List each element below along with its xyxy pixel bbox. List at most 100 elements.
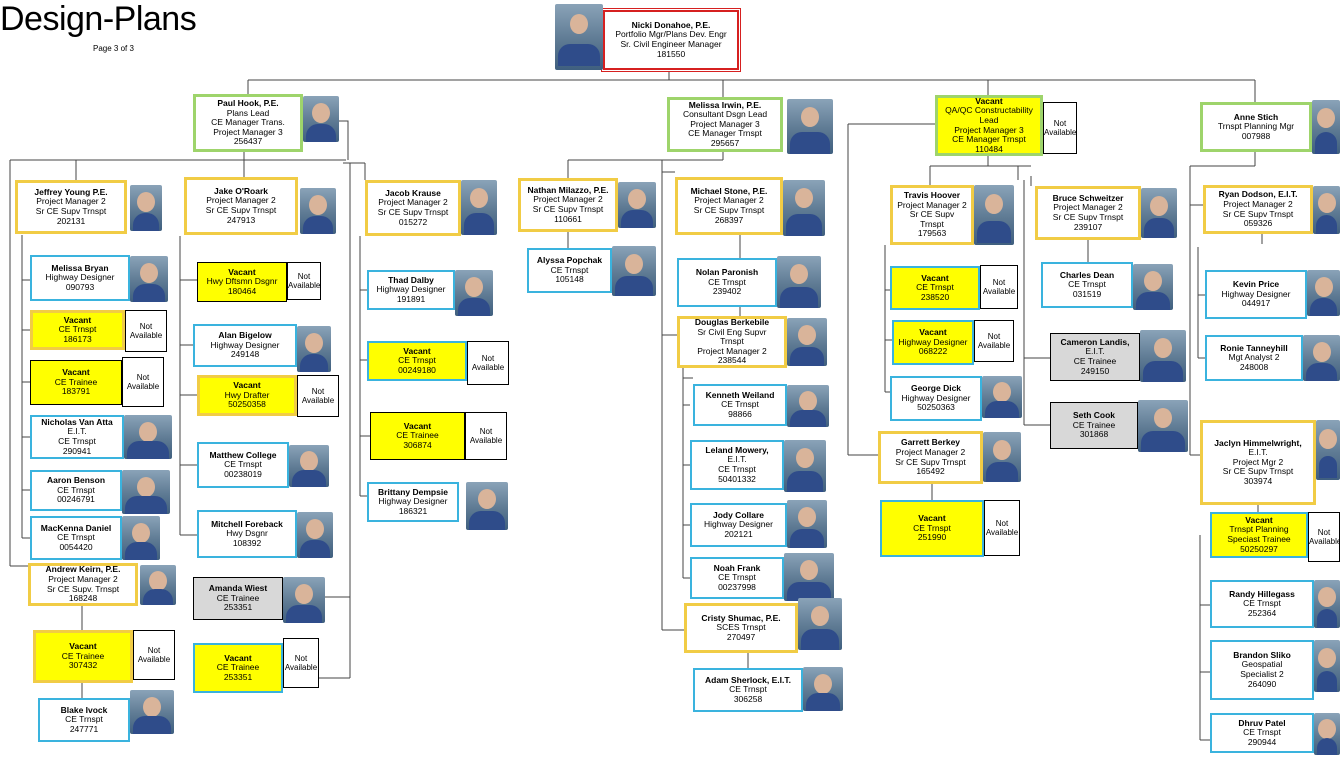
employee-photo bbox=[787, 99, 833, 154]
photo-body-shape bbox=[1136, 292, 1170, 310]
box-detail: 306258 bbox=[733, 693, 763, 704]
box-detail: 090793 bbox=[65, 281, 95, 292]
not-available-text: Not bbox=[481, 354, 495, 363]
box-name: Vacant bbox=[918, 513, 946, 524]
box-detail: Sr CE Supv. Trnspt bbox=[46, 583, 120, 594]
box-name: Jody Collare bbox=[712, 509, 765, 520]
box-detail: Mgt Analyst 2 bbox=[1228, 352, 1280, 363]
photo-body-shape bbox=[125, 542, 157, 560]
box-detail: 268397 bbox=[714, 214, 744, 225]
box-name: Adam Sherlock, E.I.T. bbox=[705, 674, 791, 685]
not-available-text: Available bbox=[301, 396, 335, 405]
box-detail: 290944 bbox=[1247, 736, 1277, 747]
employee-photo bbox=[1303, 335, 1340, 381]
box-name: Charles Dean bbox=[1059, 269, 1115, 280]
box-detail: Hwy Dsgnr bbox=[226, 528, 268, 539]
photo-head-shape bbox=[140, 263, 158, 283]
not-available-text: Available bbox=[471, 363, 505, 372]
box-detail: 50401332 bbox=[718, 473, 756, 484]
photo-head-shape bbox=[465, 277, 483, 297]
not-available-text: Available bbox=[137, 655, 171, 664]
box-detail: CE Trnspt bbox=[57, 484, 95, 495]
photo-head-shape bbox=[570, 14, 588, 34]
box-detail: Sr CE Supv Trnspt bbox=[1222, 466, 1294, 477]
box-detail: Sr CE Supv Trnspt bbox=[205, 205, 277, 215]
not-available-text: Not bbox=[294, 654, 308, 663]
employee-photo bbox=[303, 96, 339, 142]
box-detail: CE Trainee bbox=[396, 430, 439, 441]
box-name: Noah Frank bbox=[713, 562, 761, 573]
box-detail: 015272 bbox=[398, 216, 428, 227]
position-box-top: Nicki Donahoe, P.E.Portfolio Mgr/Plans D… bbox=[601, 8, 741, 72]
photo-body-shape bbox=[1310, 298, 1337, 316]
box-detail: Highway Designer bbox=[704, 519, 773, 530]
box-detail: Project Manager 2 bbox=[1223, 198, 1293, 209]
photo-head-shape bbox=[628, 189, 646, 209]
photo-head-shape bbox=[795, 188, 813, 208]
not-available-text: Not bbox=[1053, 119, 1067, 128]
box-detail: Hwy Drafter bbox=[224, 389, 270, 400]
photo-body-shape bbox=[143, 589, 173, 605]
box-detail: E.I.T. bbox=[1085, 346, 1105, 357]
box-name: Kevin Price bbox=[1232, 279, 1280, 290]
photo-head-shape bbox=[811, 606, 829, 626]
not-available-text: Available bbox=[469, 436, 503, 445]
photo-body-shape bbox=[558, 44, 600, 66]
box-detail: 247913 bbox=[226, 214, 256, 225]
employee-photo bbox=[124, 415, 172, 459]
employee-photo bbox=[1314, 580, 1340, 628]
box-detail: 290941 bbox=[62, 445, 92, 456]
box-name: Vacant bbox=[63, 314, 92, 325]
employee-photo bbox=[130, 256, 168, 302]
employee-photo bbox=[1316, 420, 1340, 480]
not-available-text: Not bbox=[1317, 528, 1331, 537]
photo-head-shape bbox=[800, 560, 818, 580]
photo-body-shape bbox=[303, 216, 333, 234]
box-detail: 247771 bbox=[69, 723, 99, 734]
photo-head-shape bbox=[1318, 719, 1336, 739]
photo-head-shape bbox=[478, 489, 496, 509]
box-name: Amanda Wiest bbox=[208, 583, 268, 594]
box-detail: Lead bbox=[979, 114, 999, 125]
box-detail: Sr CE Supv Trnspt bbox=[895, 456, 966, 467]
box-detail: Specialist 2 bbox=[1240, 669, 1284, 679]
box-detail: 0054420 bbox=[59, 541, 93, 552]
photo-body-shape bbox=[286, 605, 322, 623]
box-name: Jaclyn Himmelwright, bbox=[1214, 437, 1302, 448]
employee-photo bbox=[1312, 100, 1340, 154]
photo-head-shape bbox=[790, 264, 808, 284]
box-detail: Project Manager 2 bbox=[895, 446, 966, 457]
employee-photo bbox=[783, 180, 825, 236]
photo-body-shape bbox=[787, 471, 823, 492]
photo-head-shape bbox=[139, 422, 157, 442]
box-detail: 50250297 bbox=[1240, 543, 1278, 554]
box-detail: CE Trainee bbox=[54, 376, 98, 387]
employee-photo bbox=[787, 318, 827, 366]
photo-head-shape bbox=[1317, 193, 1336, 213]
box-detail: CE Manager Trnspt bbox=[952, 134, 1026, 145]
photo-body-shape bbox=[1316, 215, 1337, 234]
box-name: Vacant bbox=[62, 367, 90, 378]
box-detail: Trnspt bbox=[720, 336, 744, 347]
box-detail: Sr CE Supv Trnspt bbox=[35, 206, 107, 216]
box-detail: CE Trnspt bbox=[1068, 279, 1106, 290]
